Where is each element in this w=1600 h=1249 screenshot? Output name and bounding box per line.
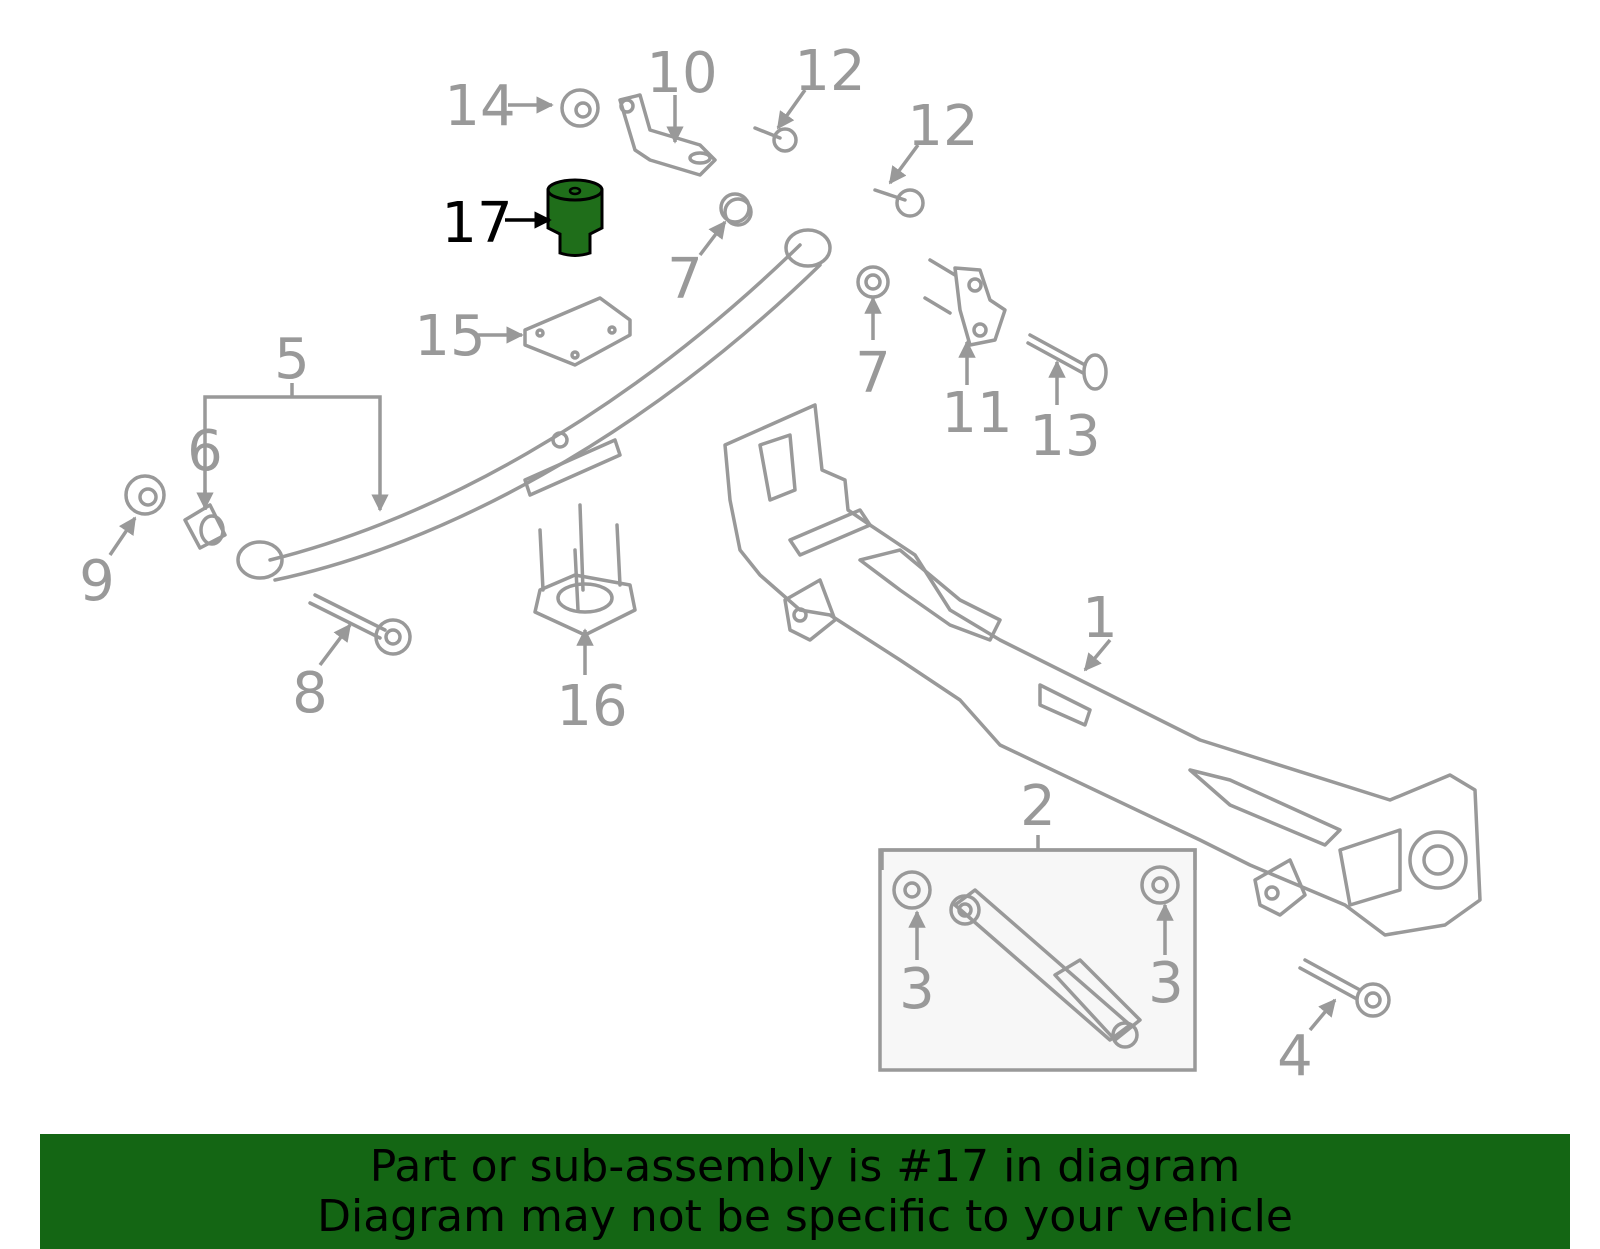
callout-3a: 3 (899, 957, 935, 1022)
callout-17: 17 (441, 191, 512, 256)
shock-absorber-box (878, 848, 1197, 1072)
bolt-part-13 (1026, 333, 1108, 391)
nut-part-14 (560, 88, 600, 128)
nut-part-9 (124, 474, 166, 516)
callout-3b: 3 (1148, 951, 1184, 1016)
jounce-bumper-part-17 (546, 178, 604, 257)
callout-labels: 1 2 3 3 4 5 6 7 7 8 9 10 11 12 12 13 14 … (79, 39, 1313, 1089)
callout-7b: 7 (855, 341, 891, 406)
bracket-part-11 (923, 258, 1007, 347)
banner-line-2: Diagram may not be specific to your vehi… (317, 1190, 1293, 1242)
callout-9: 9 (79, 549, 115, 614)
leader-lines (108, 88, 1337, 1032)
callout-13: 13 (1029, 404, 1100, 469)
bushing-part-6 (183, 503, 227, 550)
callout-10: 10 (646, 41, 717, 106)
bolt-part-4 (1298, 958, 1391, 1018)
callout-2: 2 (1020, 774, 1056, 839)
bushing-part-12 (753, 126, 925, 218)
callout-4: 4 (1277, 1024, 1313, 1089)
pad-part-15 (523, 296, 632, 367)
callout-14: 14 (444, 74, 515, 139)
callout-6: 6 (187, 419, 223, 484)
banner-line-1: Part or sub-assembly is #17 in diagram (369, 1140, 1241, 1192)
bolt-part-8 (308, 593, 412, 656)
callout-8: 8 (292, 661, 328, 726)
callout-12b: 12 (907, 94, 978, 159)
axle-beam-part (723, 403, 1482, 937)
callout-15: 15 (414, 304, 485, 369)
spring-seat-part-16 (533, 503, 637, 637)
bracket-part-10 (618, 93, 717, 177)
leaf-spring-part (236, 228, 832, 582)
callout-12a: 12 (794, 39, 865, 104)
callout-11: 11 (941, 381, 1012, 446)
callout-1: 1 (1082, 586, 1118, 651)
info-banner: Part or sub-assembly is #17 in diagram D… (40, 1134, 1570, 1249)
callout-7a: 7 (667, 247, 703, 312)
callout-5: 5 (274, 327, 310, 392)
callout-16: 16 (556, 674, 627, 739)
